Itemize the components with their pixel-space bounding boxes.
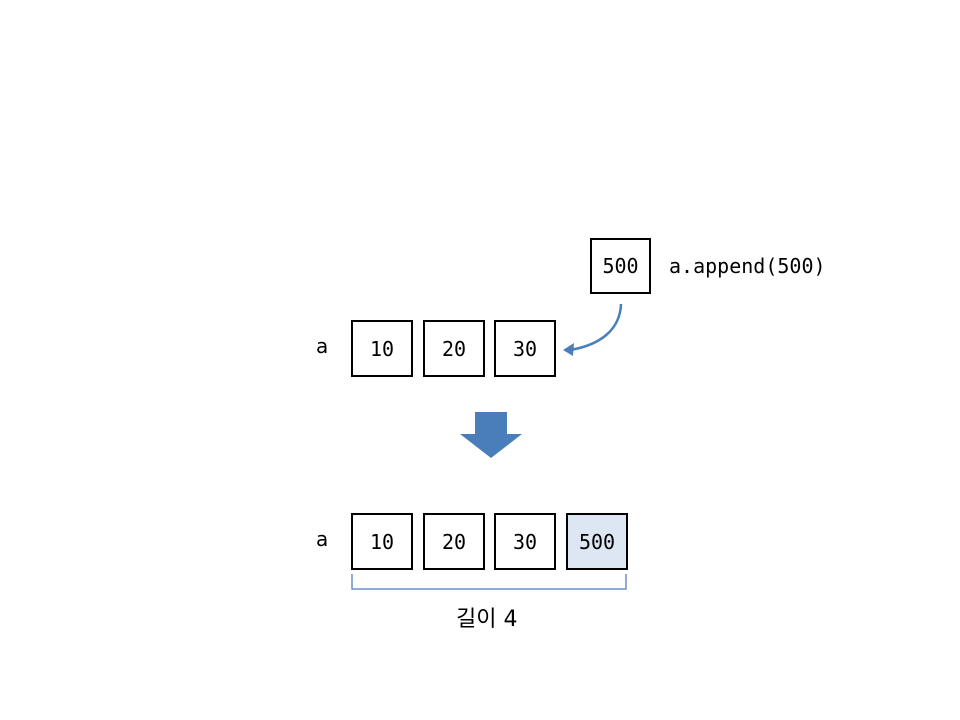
after-var-label: a bbox=[316, 527, 329, 551]
new-item-box: 500 bbox=[590, 238, 651, 294]
before-item-0: 10 bbox=[351, 320, 413, 377]
after-item-2: 30 bbox=[494, 513, 556, 570]
curved-arrow-icon bbox=[569, 303, 623, 352]
before-item-2: 30 bbox=[494, 320, 556, 377]
length-label: 길이 4 bbox=[456, 607, 518, 632]
before-var-label: a bbox=[316, 334, 329, 358]
append-call-label: a.append(500) bbox=[669, 254, 826, 278]
down-arrow-icon bbox=[460, 412, 522, 458]
after-item-3-appended: 500 bbox=[566, 513, 628, 570]
curved-arrow-head bbox=[563, 343, 574, 356]
before-item-1: 20 bbox=[423, 320, 485, 377]
after-item-1: 20 bbox=[423, 513, 485, 570]
length-bracket bbox=[351, 574, 627, 590]
after-item-0: 10 bbox=[351, 513, 413, 570]
